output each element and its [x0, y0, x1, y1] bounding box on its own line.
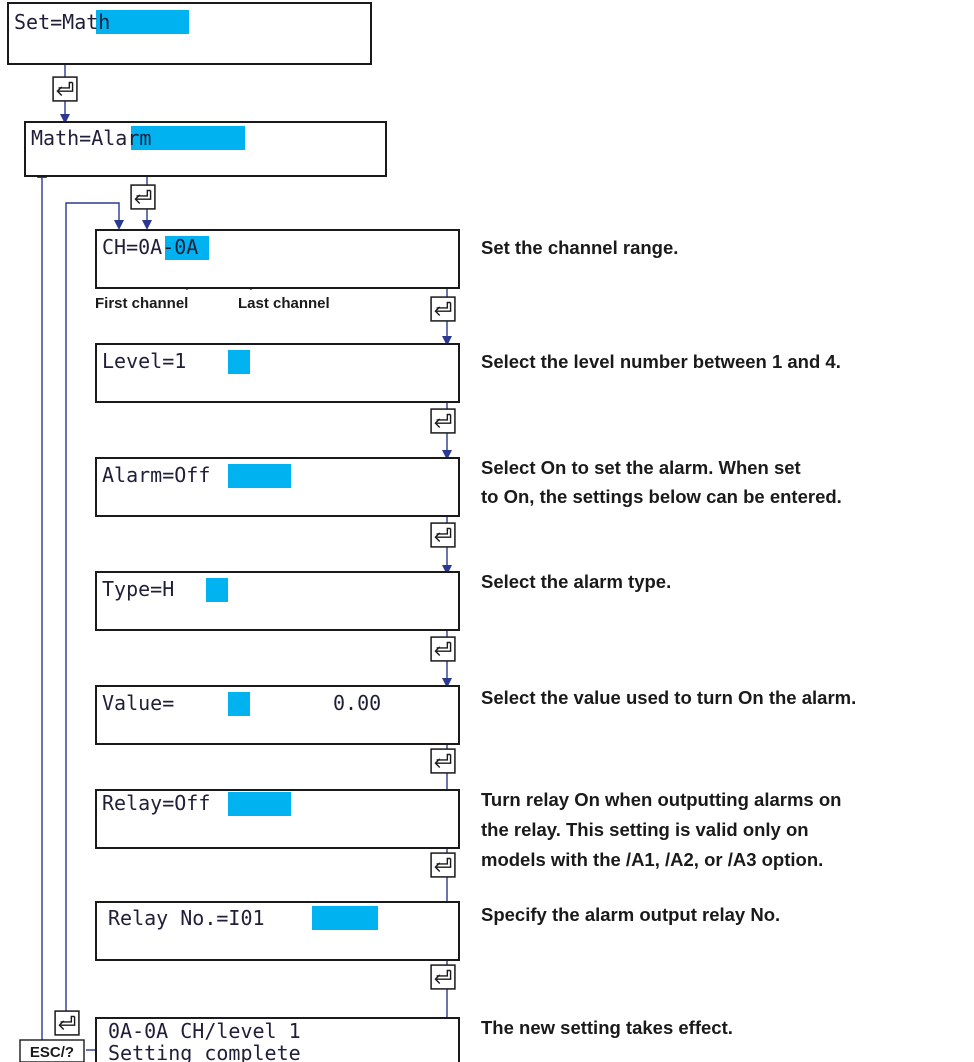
- type-description: Select the alarm type.: [481, 571, 671, 592]
- enter-key-icon[interactable]: [430, 748, 456, 774]
- level-description: Select the level number between 1 and 4.: [481, 351, 841, 372]
- enter-key-icon[interactable]: [430, 852, 456, 878]
- value-description: Select the value used to turn On the ala…: [481, 687, 856, 708]
- enter-key-icon[interactable]: [430, 408, 456, 434]
- svg-text:Relay No.=I01: Relay No.=I01: [108, 906, 265, 930]
- channel-last: 0A: [174, 235, 198, 259]
- relay-no-prefix: Relay No.=: [108, 906, 228, 930]
- esc-key-label: ESC/?: [30, 1044, 74, 1061]
- screen-set-value: Math: [62, 10, 110, 34]
- channel-prefix: CH=: [102, 235, 138, 259]
- complete-line-1: 0A-0A CH/level 1: [108, 1019, 301, 1043]
- screen-math-prefix: Math=: [31, 126, 91, 150]
- type-value: H: [162, 577, 174, 601]
- svg-text:Math=Alarm: Math=Alarm: [31, 126, 151, 150]
- enter-key-icon[interactable]: [430, 964, 456, 990]
- screen-value: Value= 0.00: [95, 685, 460, 745]
- esc-key[interactable]: ESC/?: [19, 1039, 85, 1062]
- complete-line-2: Setting complete: [108, 1041, 301, 1062]
- level-prefix: Level=: [102, 349, 174, 373]
- value-prefix: Value=: [102, 691, 174, 715]
- screen-alarm: Alarm=Off: [95, 457, 460, 517]
- relay-value: Off: [174, 791, 210, 815]
- screen-relay: Relay=Off: [95, 789, 460, 849]
- channel-first: 0A: [138, 235, 162, 259]
- svg-text:Set=Math: Set=Math: [14, 10, 110, 34]
- relay-description-line-1: Turn relay On when outputting alarms on: [481, 789, 841, 810]
- channel-description: Set the channel range.: [481, 237, 678, 258]
- channel-separator: -: [162, 235, 174, 259]
- svg-text:CH=0A-0A: CH=0A-0A: [102, 235, 198, 259]
- type-prefix: Type=: [102, 577, 162, 601]
- screen-relay-no: Relay No.=I01: [95, 901, 460, 961]
- screen-math-value: Alarm: [91, 126, 151, 150]
- relay-description-line-2: the relay. This setting is valid only on: [481, 819, 809, 840]
- screen-type: Type=H: [95, 571, 460, 631]
- enter-key-icon[interactable]: [430, 522, 456, 548]
- relay-description-line-3: models with the /A1, /A2, or /A3 option.: [481, 849, 823, 870]
- enter-key-icon[interactable]: [52, 76, 78, 102]
- relay-no-description: Specify the alarm output relay No.: [481, 904, 780, 925]
- screen-level: Level=1: [95, 343, 460, 403]
- screen-set: Set=Math: [7, 2, 372, 65]
- alarm-description-line-2: to On, the settings below can be entered…: [481, 486, 842, 507]
- relay-no-value: I01: [228, 906, 264, 930]
- complete-description: The new setting takes effect.: [481, 1017, 733, 1038]
- alarm-value: Off: [174, 463, 210, 487]
- enter-key-icon[interactable]: [130, 184, 156, 210]
- level-value: 1: [174, 349, 186, 373]
- svg-text:Alarm=Off: Alarm=Off: [102, 463, 210, 487]
- alarm-prefix: Alarm=: [102, 463, 174, 487]
- enter-key-icon[interactable]: [430, 296, 456, 322]
- screen-complete: 0A-0A CH/level 1 Setting complete: [95, 1017, 460, 1062]
- relay-prefix: Relay=: [102, 791, 174, 815]
- value-number: 0.00: [333, 691, 381, 715]
- enter-key-icon[interactable]: [54, 1010, 80, 1036]
- svg-text:Relay=Off: Relay=Off: [102, 791, 210, 815]
- screen-channel: CH=0A-0A: [95, 229, 460, 289]
- screen-set-prefix: Set=: [14, 10, 62, 34]
- last-channel-label: Last channel: [238, 295, 330, 312]
- svg-text:Level=1: Level=1: [102, 349, 186, 373]
- first-channel-label: First channel: [95, 295, 188, 312]
- alarm-description-line-1: Select On to set the alarm. When set: [481, 457, 801, 478]
- screen-math: Math=Alarm: [24, 121, 387, 177]
- enter-key-icon[interactable]: [430, 636, 456, 662]
- svg-text:Type=H: Type=H: [102, 577, 174, 601]
